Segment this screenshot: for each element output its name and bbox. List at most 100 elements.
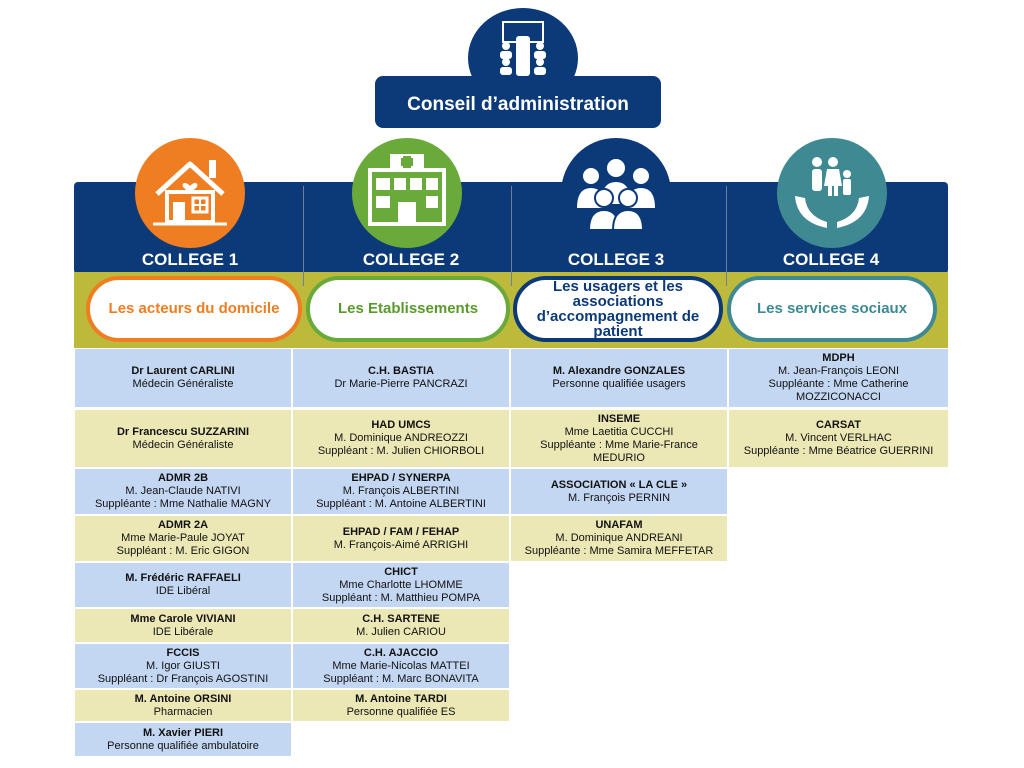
member-name: ADMR 2A <box>157 519 209 531</box>
member-substitute: Suppléant : M. Matthieu POMPA <box>321 591 481 604</box>
member-substitute: Suppléant : M. Julien CHIORBOLI <box>317 445 485 457</box>
member-line: M. Julien CARIOU <box>356 625 446 638</box>
divider <box>511 186 512 286</box>
college-1-label: COLLEGE 1 <box>141 250 239 269</box>
house-heart-icon <box>153 160 227 226</box>
college-2-icon-circle <box>352 138 462 248</box>
member-role: Personne qualifiée usagers <box>552 378 686 390</box>
member-role: IDE Libérale <box>152 625 214 638</box>
college-1-subtitle: Les acteurs du domicile <box>86 276 302 342</box>
member-line: M. François-Aimé ARRIGHI <box>333 538 469 551</box>
member-name: M. Antoine ORSINI <box>134 692 232 705</box>
member-name: UNAFAM <box>595 519 643 531</box>
member-name: M. Alexandre GONZALES <box>552 365 686 377</box>
member-substitute-cont: MOZZICONACCI <box>796 391 881 403</box>
college-3-label: COLLEGE 3 <box>567 250 665 269</box>
member-substitute-cont: MEDURIO <box>593 451 645 464</box>
member-line: Mme Marie-Paule JOYAT <box>121 532 245 544</box>
college-4-label: COLLEGE 4 <box>782 250 880 269</box>
member-name: Mme Carole VIVIANI <box>130 612 236 625</box>
member-name: EHPAD / FAM / FEHAP <box>342 525 460 538</box>
member-substitute: Suppléante : Mme Catherine <box>768 378 909 390</box>
member-role: Médecin Généraliste <box>132 378 234 390</box>
member-line: M. Igor GIUSTI <box>146 659 220 672</box>
member-role: Pharmacien <box>153 705 213 718</box>
college-1-icon-circle <box>135 138 245 248</box>
member-name: MDPH <box>822 352 855 364</box>
member-line: Mme Charlotte LHOMME <box>339 578 463 591</box>
member-name: C.H. AJACCIO <box>363 646 439 659</box>
member-card: ASSOCIATION « LA CLE »M. François PERNIN <box>511 469 727 514</box>
college-3-icon-circle <box>561 138 671 248</box>
member-substitute: Suppléante : Mme Samira MEFFETAR <box>524 545 714 557</box>
people-group-icon <box>577 159 655 231</box>
member-substitute: Suppléante : Mme Nathalie MAGNY <box>94 498 272 510</box>
college-2-label: COLLEGE 2 <box>362 250 460 269</box>
college-4-subtitle: Les services sociaux <box>727 276 937 342</box>
member-substitute: Suppléante : Mme Marie-France <box>540 438 698 451</box>
page-title: Conseil d’administration <box>375 76 661 128</box>
hospital-icon <box>368 154 446 226</box>
member-name: M. Frédéric RAFFAELI <box>125 572 241 584</box>
member-name: INSEME <box>597 412 641 425</box>
member-name: HAD UMCS <box>371 419 431 431</box>
family-hands-icon <box>795 157 869 228</box>
divider <box>726 186 727 286</box>
member-name: M. Antoine TARDI <box>355 692 447 705</box>
member-name: ASSOCIATION « LA CLE » <box>550 478 688 491</box>
member-role: Personne qualifiée ambulatoire <box>107 739 259 752</box>
member-name: ADMR 2B <box>157 472 209 484</box>
college-2-subtitle: Les Etablissements <box>306 276 510 342</box>
member-line: M. Vincent VERLHAC <box>785 432 892 444</box>
college-3-subtitle: Les usagers et les associations d’accomp… <box>513 276 723 342</box>
divider <box>303 186 304 286</box>
member-name: FCCIS <box>166 646 200 659</box>
member-name: M. Xavier PIERI <box>142 726 224 739</box>
member-line: M. François PERNIN <box>567 491 671 504</box>
member-name: CHICT <box>384 565 418 578</box>
member-line: Mme Laetitia CUCCHI <box>564 425 674 438</box>
member-line: M. Jean-Claude NATIVI <box>125 485 241 497</box>
member-role: Médecin Généraliste <box>132 438 234 451</box>
member-line: Mme Marie-Nicolas MATTEI <box>332 659 470 672</box>
member-name: Dr Francescu SUZZARINI <box>116 425 250 438</box>
meeting-table-icon <box>500 21 546 84</box>
member-substitute: Suppléant : M. Marc BONAVITA <box>323 672 479 685</box>
member-role: Personne qualifiée ES <box>346 705 456 718</box>
member-name: EHPAD / SYNERPA <box>351 472 451 484</box>
member-name: Dr Laurent CARLINI <box>131 365 235 377</box>
member-substitute: Suppléante : Mme Béatrice GUERRINI <box>743 445 934 457</box>
member-name: C.H. BASTIA <box>368 365 434 377</box>
member-substitute: Suppléant : M. Eric GIGON <box>116 545 250 557</box>
member-name: C.H. SARTENE <box>362 612 440 625</box>
member-name: CARSAT <box>815 419 861 431</box>
member-substitute: Suppléant : M. Antoine ALBERTINI <box>316 498 486 510</box>
member-substitute: Suppléant : Dr François AGOSTINI <box>97 672 269 685</box>
member-role: IDE Libéral <box>155 585 211 597</box>
member-line: M. Jean-François LEONI <box>777 365 900 377</box>
college-4-icon-circle <box>777 138 887 248</box>
member-line: M. Dominique ANDREOZZI <box>334 432 468 444</box>
member-line: M. Dominique ANDREANI <box>555 532 683 544</box>
